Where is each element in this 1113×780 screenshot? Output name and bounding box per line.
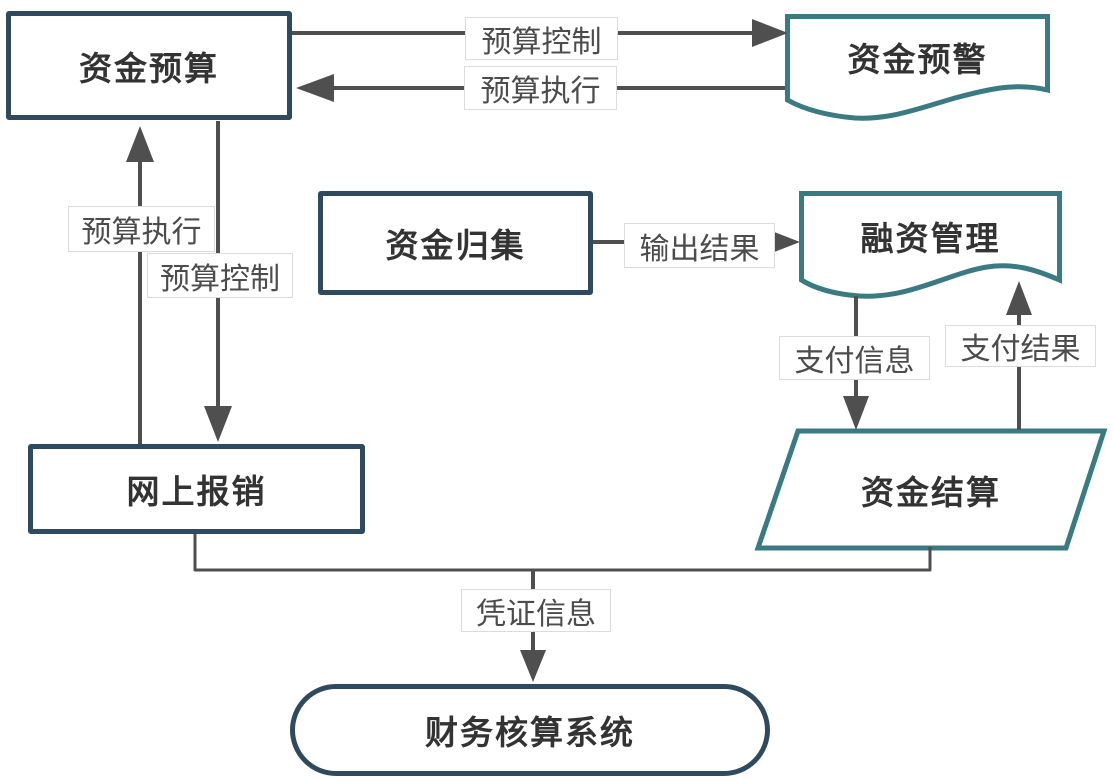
edge-label-budget-control-top: 预算控制 [465, 17, 618, 60]
arrowhead-voucher-info [520, 650, 546, 682]
edge-label-budget-exec-top: 预算执行 [464, 66, 617, 110]
arrowhead-budget-exec-left [126, 126, 154, 162]
node-collection: 资金归集 [318, 191, 593, 295]
edge-label-budget-control-left: 预算控制 [147, 253, 293, 298]
node-warning-document-shape [785, 14, 1050, 121]
node-accounting: 财务核算系统 [290, 684, 770, 776]
arrowhead-budget-control-left [204, 406, 232, 442]
edge-label-voucher-info: 凭证信息 [461, 589, 611, 632]
edge-label-budget-exec-left: 预算执行 [68, 206, 215, 252]
edge-label-payment-info: 支付信息 [779, 336, 930, 380]
arrowhead-budget-control-top [752, 19, 788, 47]
node-settlement-parallelogram-shape [754, 428, 1108, 551]
connector-voucher-merge [193, 534, 932, 572]
arrowhead-budget-exec-top [296, 74, 334, 102]
arrowhead-payment-result [1006, 281, 1032, 315]
node-reimbursement: 网上报销 [28, 444, 365, 534]
edge-label-output-result: 输出结果 [624, 223, 775, 268]
node-financing-document-shape [799, 191, 1062, 299]
node-budget: 资金预算 [6, 11, 292, 120]
edge-label-payment-result: 支付结果 [945, 325, 1096, 367]
arrow-heads [126, 19, 1032, 682]
arrowhead-payment-info [843, 396, 869, 430]
